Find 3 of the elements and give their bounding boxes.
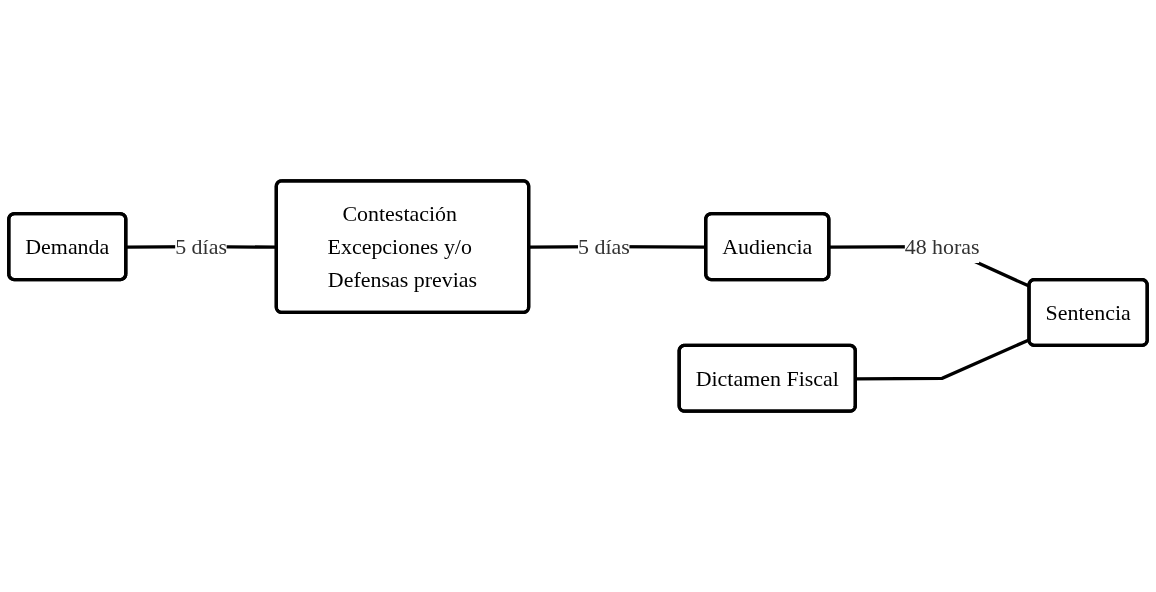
edge-label: 5 días: [578, 234, 630, 259]
edge-label: 48 horas: [904, 234, 980, 259]
edge-label: 5 días: [175, 234, 227, 259]
